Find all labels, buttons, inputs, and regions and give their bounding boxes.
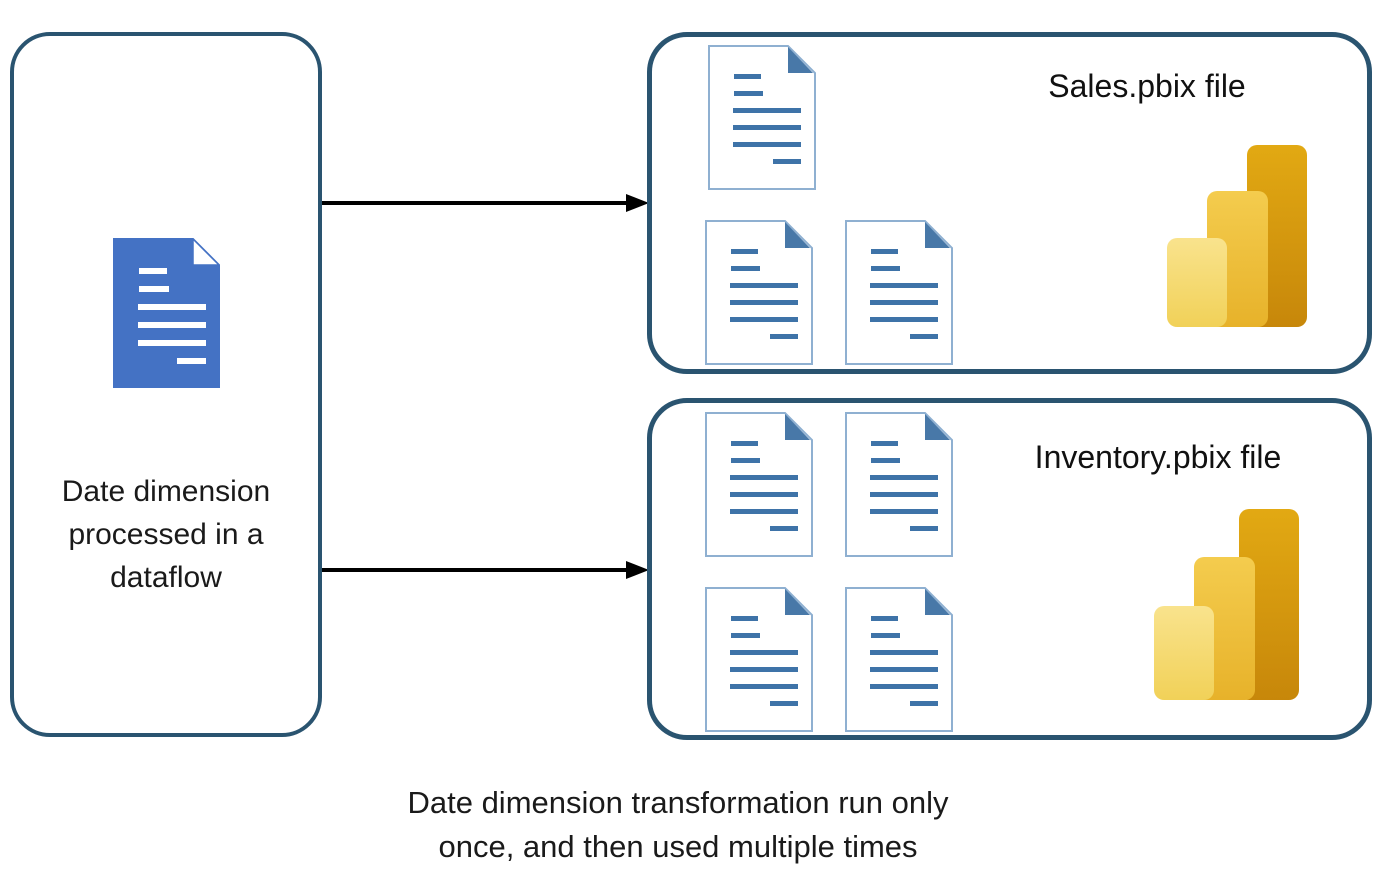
power-bi-logo: [1154, 509, 1299, 700]
power-bi-logo: [1167, 145, 1307, 327]
power-bi-bar-short: [1167, 237, 1227, 327]
document-icon: [705, 412, 813, 557]
document-icon-blue: [113, 238, 220, 388]
document-icon: [845, 220, 953, 365]
dataflow-label-line3: dataflow: [110, 561, 222, 594]
sales-pbix-box: Sales.pbix file: [647, 32, 1372, 374]
dataflow-label-line1: Date dimension: [61, 475, 271, 508]
diagram-caption: Date dimension transformation run only o…: [338, 781, 1018, 869]
caption-line2: once, and then used multiple times: [438, 829, 918, 864]
document-icon: [705, 220, 813, 365]
dataflow-box: Date dimension processed in a dataflow: [10, 32, 322, 737]
document-icon: [845, 587, 953, 732]
inventory-pbix-box: Inventory.pbix file: [647, 398, 1372, 740]
arrow-to-inventory: [322, 561, 649, 579]
document-icon: [845, 412, 953, 557]
caption-line1: Date dimension transformation run only: [407, 785, 949, 820]
document-icon: [708, 45, 816, 190]
sales-pbix-label: Sales.pbix file: [1048, 68, 1246, 104]
document-icon: [705, 587, 813, 732]
arrow-to-sales: [322, 194, 649, 212]
inventory-pbix-label: Inventory.pbix file: [1034, 439, 1282, 475]
dataflow-label: Date dimension processed in a dataflow: [14, 470, 318, 599]
dataflow-label-line2: processed in a: [68, 518, 264, 551]
power-bi-bar-short: [1154, 606, 1214, 700]
